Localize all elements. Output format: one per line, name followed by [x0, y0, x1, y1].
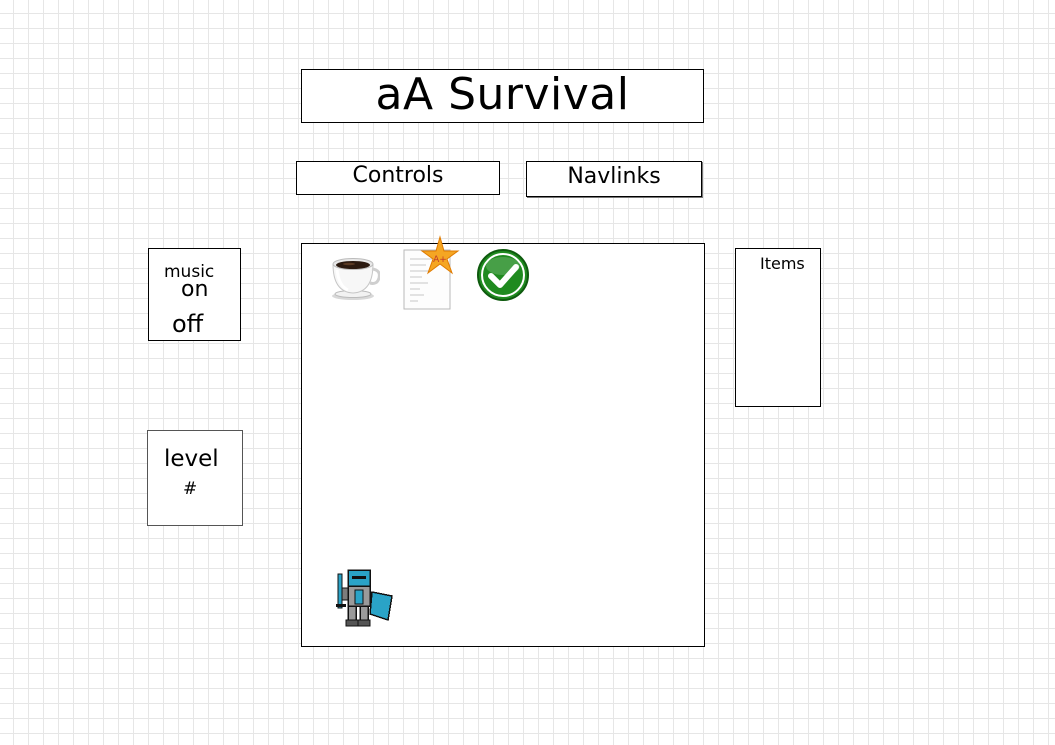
- music-label: music: [164, 262, 215, 282]
- items-panel: Items: [735, 248, 821, 407]
- items-label: Items: [760, 254, 805, 273]
- controls-button[interactable]: Controls: [296, 161, 500, 195]
- navlinks-button[interactable]: Navlinks: [526, 161, 702, 197]
- title-box: aA Survival: [301, 69, 704, 123]
- controls-button-label: Controls: [352, 163, 444, 188]
- graded-paper-icon[interactable]: A+: [402, 235, 464, 311]
- game-area[interactable]: A+: [301, 235, 705, 647]
- checkmark-icon[interactable]: [476, 248, 530, 302]
- navlinks-button-label: Navlinks: [567, 164, 661, 189]
- music-off-button[interactable]: off: [172, 310, 204, 338]
- knight-sprite-icon[interactable]: [336, 568, 398, 630]
- page-title: aA Survival: [375, 69, 630, 120]
- coffee-cup-icon[interactable]: [328, 254, 380, 302]
- level-panel: level #: [147, 430, 243, 526]
- music-panel: music on off: [148, 248, 241, 341]
- music-on-button[interactable]: on: [181, 277, 209, 302]
- level-value: #: [183, 479, 198, 499]
- level-label: level: [164, 446, 219, 472]
- grade-badge-text: A+: [433, 255, 447, 265]
